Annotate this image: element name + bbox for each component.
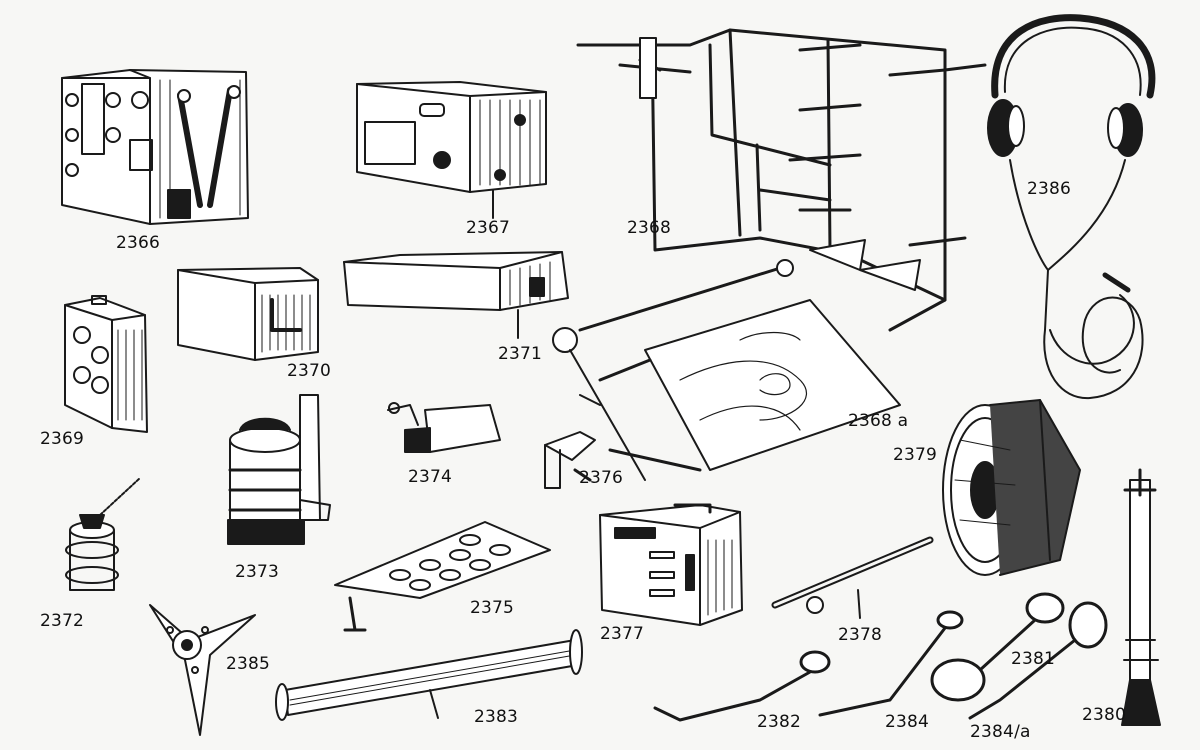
item-number-2377: 2377 [600, 624, 645, 644]
item-number-2376: 2376 [579, 468, 624, 488]
motor-2373-drawing [227, 394, 331, 545]
item-number-2369: 2369 [40, 429, 85, 449]
item-number-2380: 2380 [1082, 705, 1127, 725]
item-number-2385: 2385 [226, 654, 271, 674]
morse-key-2374-drawing [387, 402, 501, 453]
item-number-2371: 2371 [498, 344, 543, 364]
item-number-2382: 2382 [757, 712, 802, 732]
battery-box-2370-drawing [177, 267, 319, 361]
item-number-2366: 2366 [116, 233, 161, 253]
tray-2375-drawing [334, 521, 551, 632]
flat-case-2371-drawing [343, 251, 569, 339]
bracket-2376-drawing [544, 431, 596, 489]
cable-reel-2379-drawing [942, 399, 1081, 576]
rod-2378-drawing [771, 536, 934, 619]
control-box-2377-drawing [599, 503, 743, 626]
long-bracket-2383-drawing [275, 629, 583, 721]
mounting-frame-2368-drawing [576, 28, 987, 332]
item-number-2386: 2386 [1027, 179, 1072, 199]
item-number-2381: 2381 [1011, 649, 1056, 669]
item-number-2372: 2372 [40, 611, 85, 631]
item-number-2378: 2378 [838, 625, 883, 645]
item-number-2368: 2368 [627, 218, 672, 238]
item-number-2383: 2383 [474, 707, 519, 727]
item-number-2373: 2373 [235, 562, 280, 582]
spider-plate-2385-drawing [149, 604, 256, 736]
headphones-2386-drawing [987, 14, 1156, 400]
item-number-2375: 2375 [470, 598, 515, 618]
mast-2380-drawing [1121, 468, 1161, 726]
item-number-2384: 2384 [885, 712, 930, 732]
item-number-2384a: 2384/a [970, 722, 1031, 742]
rotary-switch-2372-drawing [65, 477, 141, 591]
item-number-2374: 2374 [408, 467, 453, 487]
radio-set-2366-drawing [61, 69, 249, 225]
radio-unit-2367-drawing [356, 81, 547, 219]
item-number-2368a: 2368 a [848, 411, 909, 431]
item-number-2367: 2367 [466, 218, 511, 238]
clamps-2381-2384-drawing [653, 592, 1108, 722]
item-number-2370: 2370 [287, 361, 332, 381]
drawing-board-2368a-drawing [552, 259, 901, 481]
junction-box-2369-drawing [64, 295, 148, 433]
item-number-2379: 2379 [893, 445, 938, 465]
